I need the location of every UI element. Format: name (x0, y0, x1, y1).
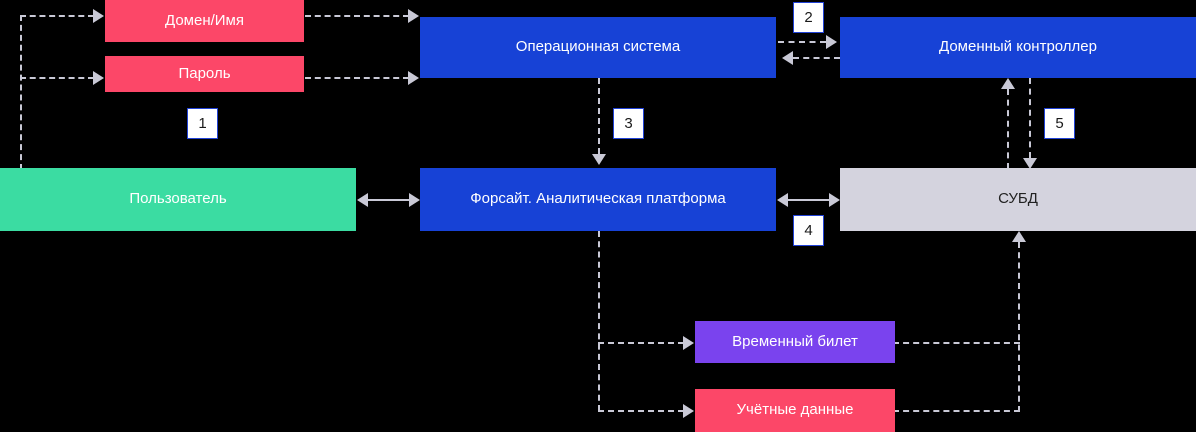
connector-credentials-to-right-spine (893, 410, 1020, 412)
step-badge-4: 4 (793, 215, 824, 246)
node-label: Пользователь (129, 190, 227, 208)
connector-temp-ticket-to-right-spine (893, 342, 1020, 344)
node-label: Доменный контроллер (939, 38, 1097, 56)
connector-spine-to-temp-ticket (598, 342, 684, 344)
connector-os-to-domain-controller (778, 41, 826, 43)
step-badge-5: 5 (1044, 108, 1075, 139)
connector-spine-to-password (20, 77, 94, 79)
node-label: Домен/Имя (165, 11, 244, 29)
node-label: Форсайт. Аналитическая платформа (470, 190, 726, 208)
connector-domain-controller-to-dbms (1029, 78, 1031, 158)
connector-os-to-platform (598, 78, 600, 154)
connector-user-platform (368, 199, 412, 201)
arrowhead-domain-controller-to-dbms (1023, 158, 1037, 169)
connector-spine-to-domain-name (20, 15, 94, 17)
connector-platform-dbms (788, 199, 832, 201)
connector-user-to-credentials-spine (20, 15, 22, 170)
node-credentials[interactable]: Учётные данные (695, 389, 895, 432)
step-badge-1: 1 (187, 108, 218, 139)
arrowhead-platform-to-dbms (829, 193, 840, 207)
connector-password-to-os (305, 77, 409, 79)
node-temporary-ticket[interactable]: Временный билет (695, 321, 895, 363)
arrowhead-to-domain-name (93, 9, 104, 23)
connector-dbms-to-domain-controller (1007, 89, 1009, 169)
step-badge-3: 3 (613, 108, 644, 139)
step-badge-label: 2 (804, 9, 813, 26)
node-label: Учётные данные (736, 401, 854, 419)
arrowhead-platform-to-user (357, 193, 368, 207)
arrowhead-artifacts-to-dbms (1012, 231, 1026, 242)
arrowhead-user-to-platform (409, 193, 420, 207)
connector-artifacts-to-dbms-spine (1018, 242, 1020, 412)
step-badge-label: 4 (804, 222, 813, 239)
arrowhead-os-to-platform (592, 154, 606, 165)
node-foresight-analytics-platform[interactable]: Форсайт. Аналитическая платформа (420, 168, 776, 231)
node-label: Операционная система (515, 38, 681, 56)
arrowhead-domain-name-to-os (408, 9, 419, 23)
arrowhead-dbms-to-platform (777, 193, 788, 207)
step-badge-label: 1 (198, 115, 207, 132)
node-user[interactable]: Пользователь (0, 168, 356, 231)
node-label: Пароль (178, 64, 231, 82)
node-domain-name[interactable]: Домен/Имя (105, 0, 304, 42)
node-password[interactable]: Пароль (105, 56, 304, 92)
connector-platform-to-artifacts-spine (598, 231, 600, 411)
arrowhead-domain-controller-to-os (782, 51, 793, 65)
node-label: Временный билет (732, 332, 858, 350)
arrowhead-password-to-os (408, 71, 419, 85)
step-badge-2: 2 (793, 2, 824, 33)
connector-domain-name-to-os (305, 15, 409, 17)
arrowhead-to-temp-ticket (683, 336, 694, 350)
connector-spine-to-credentials (598, 410, 684, 412)
node-dbms[interactable]: СУБД (840, 168, 1196, 231)
node-label: СУБД (998, 190, 1038, 208)
node-operating-system[interactable]: Операционная система (420, 17, 776, 78)
arrowhead-to-password (93, 71, 104, 85)
arrowhead-dbms-to-domain-controller (1001, 78, 1015, 89)
arrowhead-to-credentials (683, 404, 694, 418)
node-domain-controller[interactable]: Доменный контроллер (840, 17, 1196, 78)
step-badge-label: 3 (624, 115, 633, 132)
arrowhead-os-to-domain-controller (826, 35, 837, 49)
connector-domain-controller-to-os (793, 57, 840, 59)
step-badge-label: 5 (1055, 115, 1064, 132)
